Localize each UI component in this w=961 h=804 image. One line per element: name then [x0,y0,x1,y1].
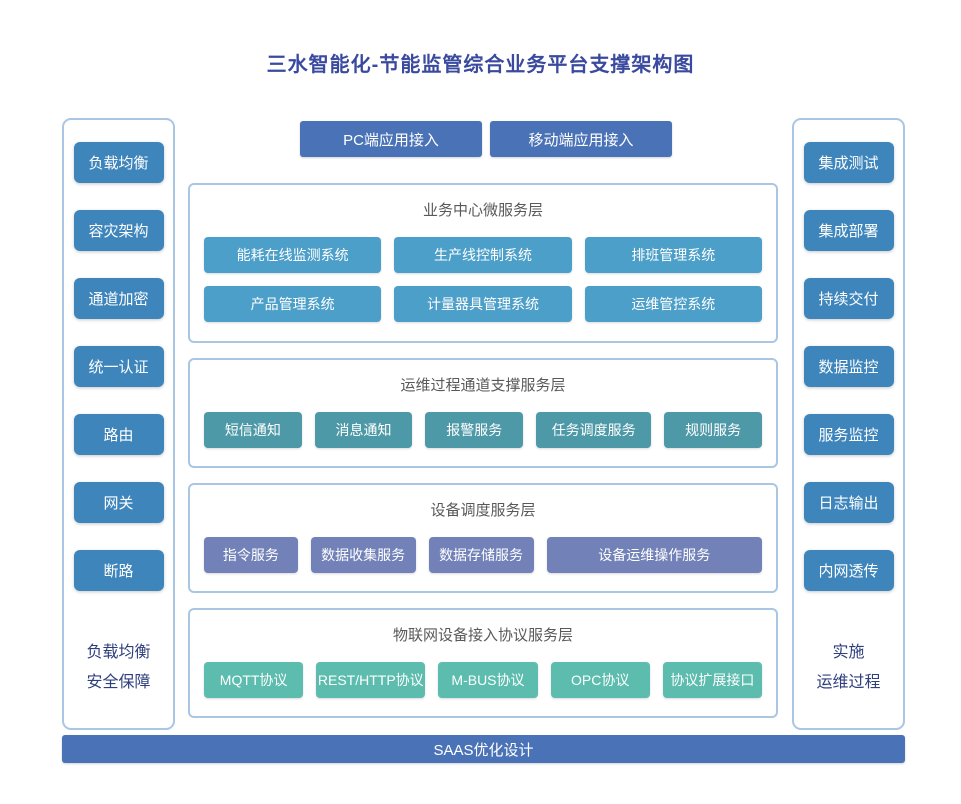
node-service-monitoring: 服务监控 [803,414,894,455]
node-intranet-passthrough: 内网透传 [803,550,894,591]
node-rest-http-protocol: REST/HTTP协议 [316,662,426,698]
node-protocol-extension-interface: 协议扩展接口 [662,662,763,698]
node-pc-access: PC端应用接入 [300,121,482,157]
section-channel-support-layer: 运维过程通道支撑服务层 短信通知 消息通知 报警服务 任务调度服务 规则服务 [188,358,778,468]
node-circuit-breaker: 断路 [73,550,164,591]
node-routing: 路由 [73,414,164,455]
node-mobile-access: 移动端应用接入 [490,121,672,157]
iot-row: MQTT协议 REST/HTTP协议 M-BUS协议 OPC协议 协议扩展接口 [204,662,763,698]
app-access-row: PC端应用接入 移动端应用接入 [300,121,672,157]
section-channel-title: 运维过程通道支撑服务层 [400,377,566,394]
left-panel-security: 负载均衡 容灾架构 通道加密 统一认证 路由 网关 断路 负载均衡 安全保障 [62,118,175,730]
right-panel-caption-line1: 实施 [832,644,865,661]
node-alarm-service: 报警服务 [425,412,524,448]
business-row-1: 能耗在线监测系统 生产线控制系统 排班管理系统 [204,237,762,273]
node-data-collection-service: 数据收集服务 [310,537,416,573]
channel-row: 短信通知 消息通知 报警服务 任务调度服务 规则服务 [204,412,763,448]
node-energy-monitoring-system: 能耗在线监测系统 [204,237,382,273]
device-row: 指令服务 数据收集服务 数据存储服务 设备运维操作服务 [204,537,762,573]
node-device-om-operation-service: 设备运维操作服务 [546,537,762,573]
saas-optimization-bar: SAAS优化设计 [62,735,905,763]
node-gateway: 网关 [73,482,164,523]
node-shift-management-system: 排班管理系统 [584,237,762,273]
section-device-scheduling-layer: 设备调度服务层 指令服务 数据收集服务 数据存储服务 设备运维操作服务 [188,483,778,593]
node-data-monitoring: 数据监控 [803,346,894,387]
left-panel-caption: 负载均衡 安全保障 [86,638,150,698]
node-data-storage-service: 数据存储服务 [428,537,534,573]
section-iot-protocol-layer: 物联网设备接入协议服务层 MQTT协议 REST/HTTP协议 M-BUS协议 … [188,608,778,718]
section-business-title: 业务中心微服务层 [422,202,543,219]
node-metering-instrument-system: 计量器具管理系统 [394,286,572,322]
node-load-balancing: 负载均衡 [73,142,164,183]
section-device-title: 设备调度服务层 [430,502,536,519]
node-opc-protocol: OPC协议 [550,662,650,698]
node-log-output: 日志输出 [803,482,894,523]
node-integration-test: 集成测试 [803,142,894,183]
left-panel-caption-line2: 安全保障 [86,674,151,691]
node-unified-auth: 统一认证 [73,346,164,387]
node-channel-encryption: 通道加密 [73,278,164,319]
node-om-control-system: 运维管控系统 [584,286,762,322]
right-panel-caption-line2: 运维过程 [816,674,881,691]
node-rule-service: 规则服务 [664,412,763,448]
node-mbus-protocol: M-BUS协议 [438,662,538,698]
node-continuous-delivery: 持续交付 [803,278,894,319]
node-command-service: 指令服务 [204,537,298,573]
node-task-scheduling-service: 任务调度服务 [536,412,652,448]
node-disaster-recovery: 容灾架构 [73,210,164,251]
section-business-microservice-layer: 业务中心微服务层 能耗在线监测系统 生产线控制系统 排班管理系统 产品管理系统 … [188,183,778,343]
node-message-notification: 消息通知 [314,412,413,448]
right-panel-devops: 集成测试 集成部署 持续交付 数据监控 服务监控 日志输出 内网透传 实施 运维… [792,118,905,730]
section-iot-title: 物联网设备接入协议服务层 [392,627,573,644]
node-product-management-system: 产品管理系统 [204,286,382,322]
node-mqtt-protocol: MQTT协议 [204,662,304,698]
left-panel-caption-line1: 负载均衡 [86,644,151,661]
node-integration-deploy: 集成部署 [803,210,894,251]
node-sms-notification: 短信通知 [204,412,302,448]
node-production-line-control-system: 生产线控制系统 [394,237,572,273]
business-row-2: 产品管理系统 计量器具管理系统 运维管控系统 [204,286,762,322]
right-panel-caption: 实施 运维过程 [816,638,880,698]
diagram-title: 三水智能化-节能监管综合业务平台支撑架构图 [266,54,695,76]
